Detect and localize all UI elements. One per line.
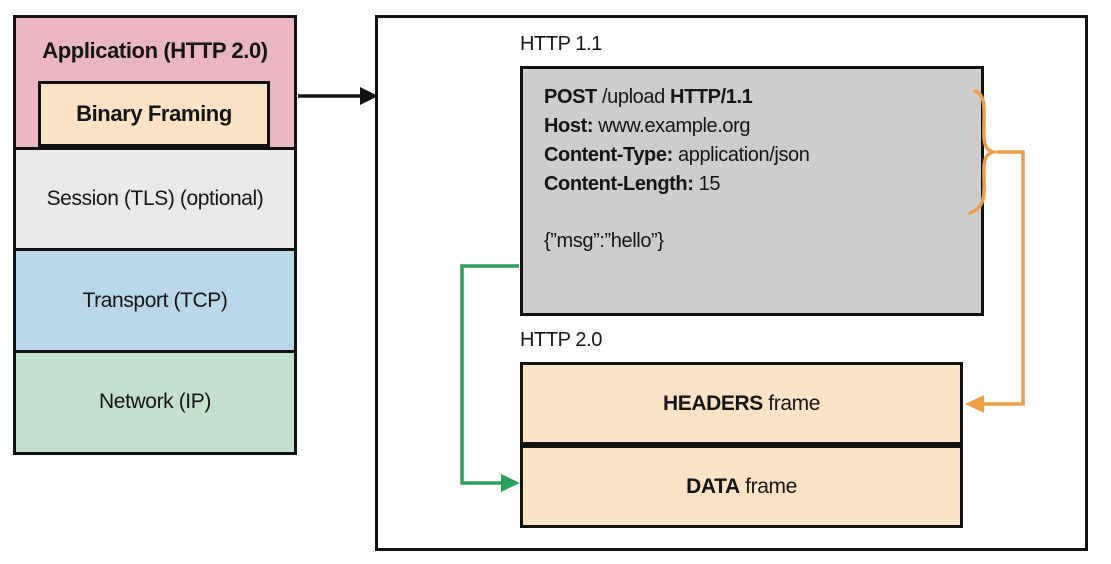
layer-network: Network (IP) (16, 349, 294, 453)
layer-binary-framing-label: Binary Framing (76, 101, 232, 126)
host-header-value: www.example.org (593, 115, 751, 137)
layer-binary-framing: Binary Framing (38, 81, 270, 147)
data-frame-name: DATA (686, 474, 740, 498)
request-method: POST (544, 86, 597, 108)
layer-network-label: Network (IP) (99, 390, 211, 414)
data-frame-label: DATA frame (686, 475, 797, 499)
headers-frame-label: HEADERS frame (663, 392, 820, 416)
request-line-1: POST /upload HTTP/1.1 (544, 83, 981, 112)
layer-application: Application (HTTP 2.0) Binary Framing (16, 18, 294, 148)
layer-transport: Transport (TCP) (16, 248, 294, 350)
http11-title: HTTP 1.1 (520, 33, 603, 55)
layer-session: Session (TLS) (optional) (16, 147, 294, 249)
request-path: /upload (596, 86, 670, 108)
request-version: HTTP/1.1 (670, 86, 753, 108)
request-body: {”msg”:”hello”} (544, 230, 664, 252)
content-type-label: Content-Type: (544, 144, 673, 166)
request-line-2: Host: www.example.org (544, 112, 981, 141)
stack-to-panel-arrow (298, 87, 378, 105)
request-line-4: Content-Length: 15 (544, 170, 981, 199)
content-length-value: 15 (693, 173, 721, 195)
headers-frame-suffix: frame (762, 391, 820, 415)
protocol-stack: Application (HTTP 2.0) Binary Framing Se… (13, 15, 297, 455)
layer-session-label: Session (TLS) (optional) (46, 187, 264, 211)
request-line-3: Content-Type: application/json (544, 141, 981, 170)
content-type-value: application/json (672, 144, 810, 166)
headers-frame-box: HEADERS frame (520, 362, 963, 445)
http20-title: HTTP 2.0 (520, 329, 603, 351)
data-frame-suffix: frame (739, 474, 797, 498)
http11-request-box: POST /upload HTTP/1.1 Host: www.example.… (520, 66, 984, 316)
host-header-label: Host: (544, 115, 594, 137)
layer-transport-label: Transport (TCP) (82, 288, 228, 312)
headers-frame-name: HEADERS (662, 391, 763, 415)
layer-application-label: Application (HTTP 2.0) (42, 38, 268, 63)
content-length-label: Content-Length: (544, 173, 694, 195)
data-frame-box: DATA frame (520, 445, 963, 528)
